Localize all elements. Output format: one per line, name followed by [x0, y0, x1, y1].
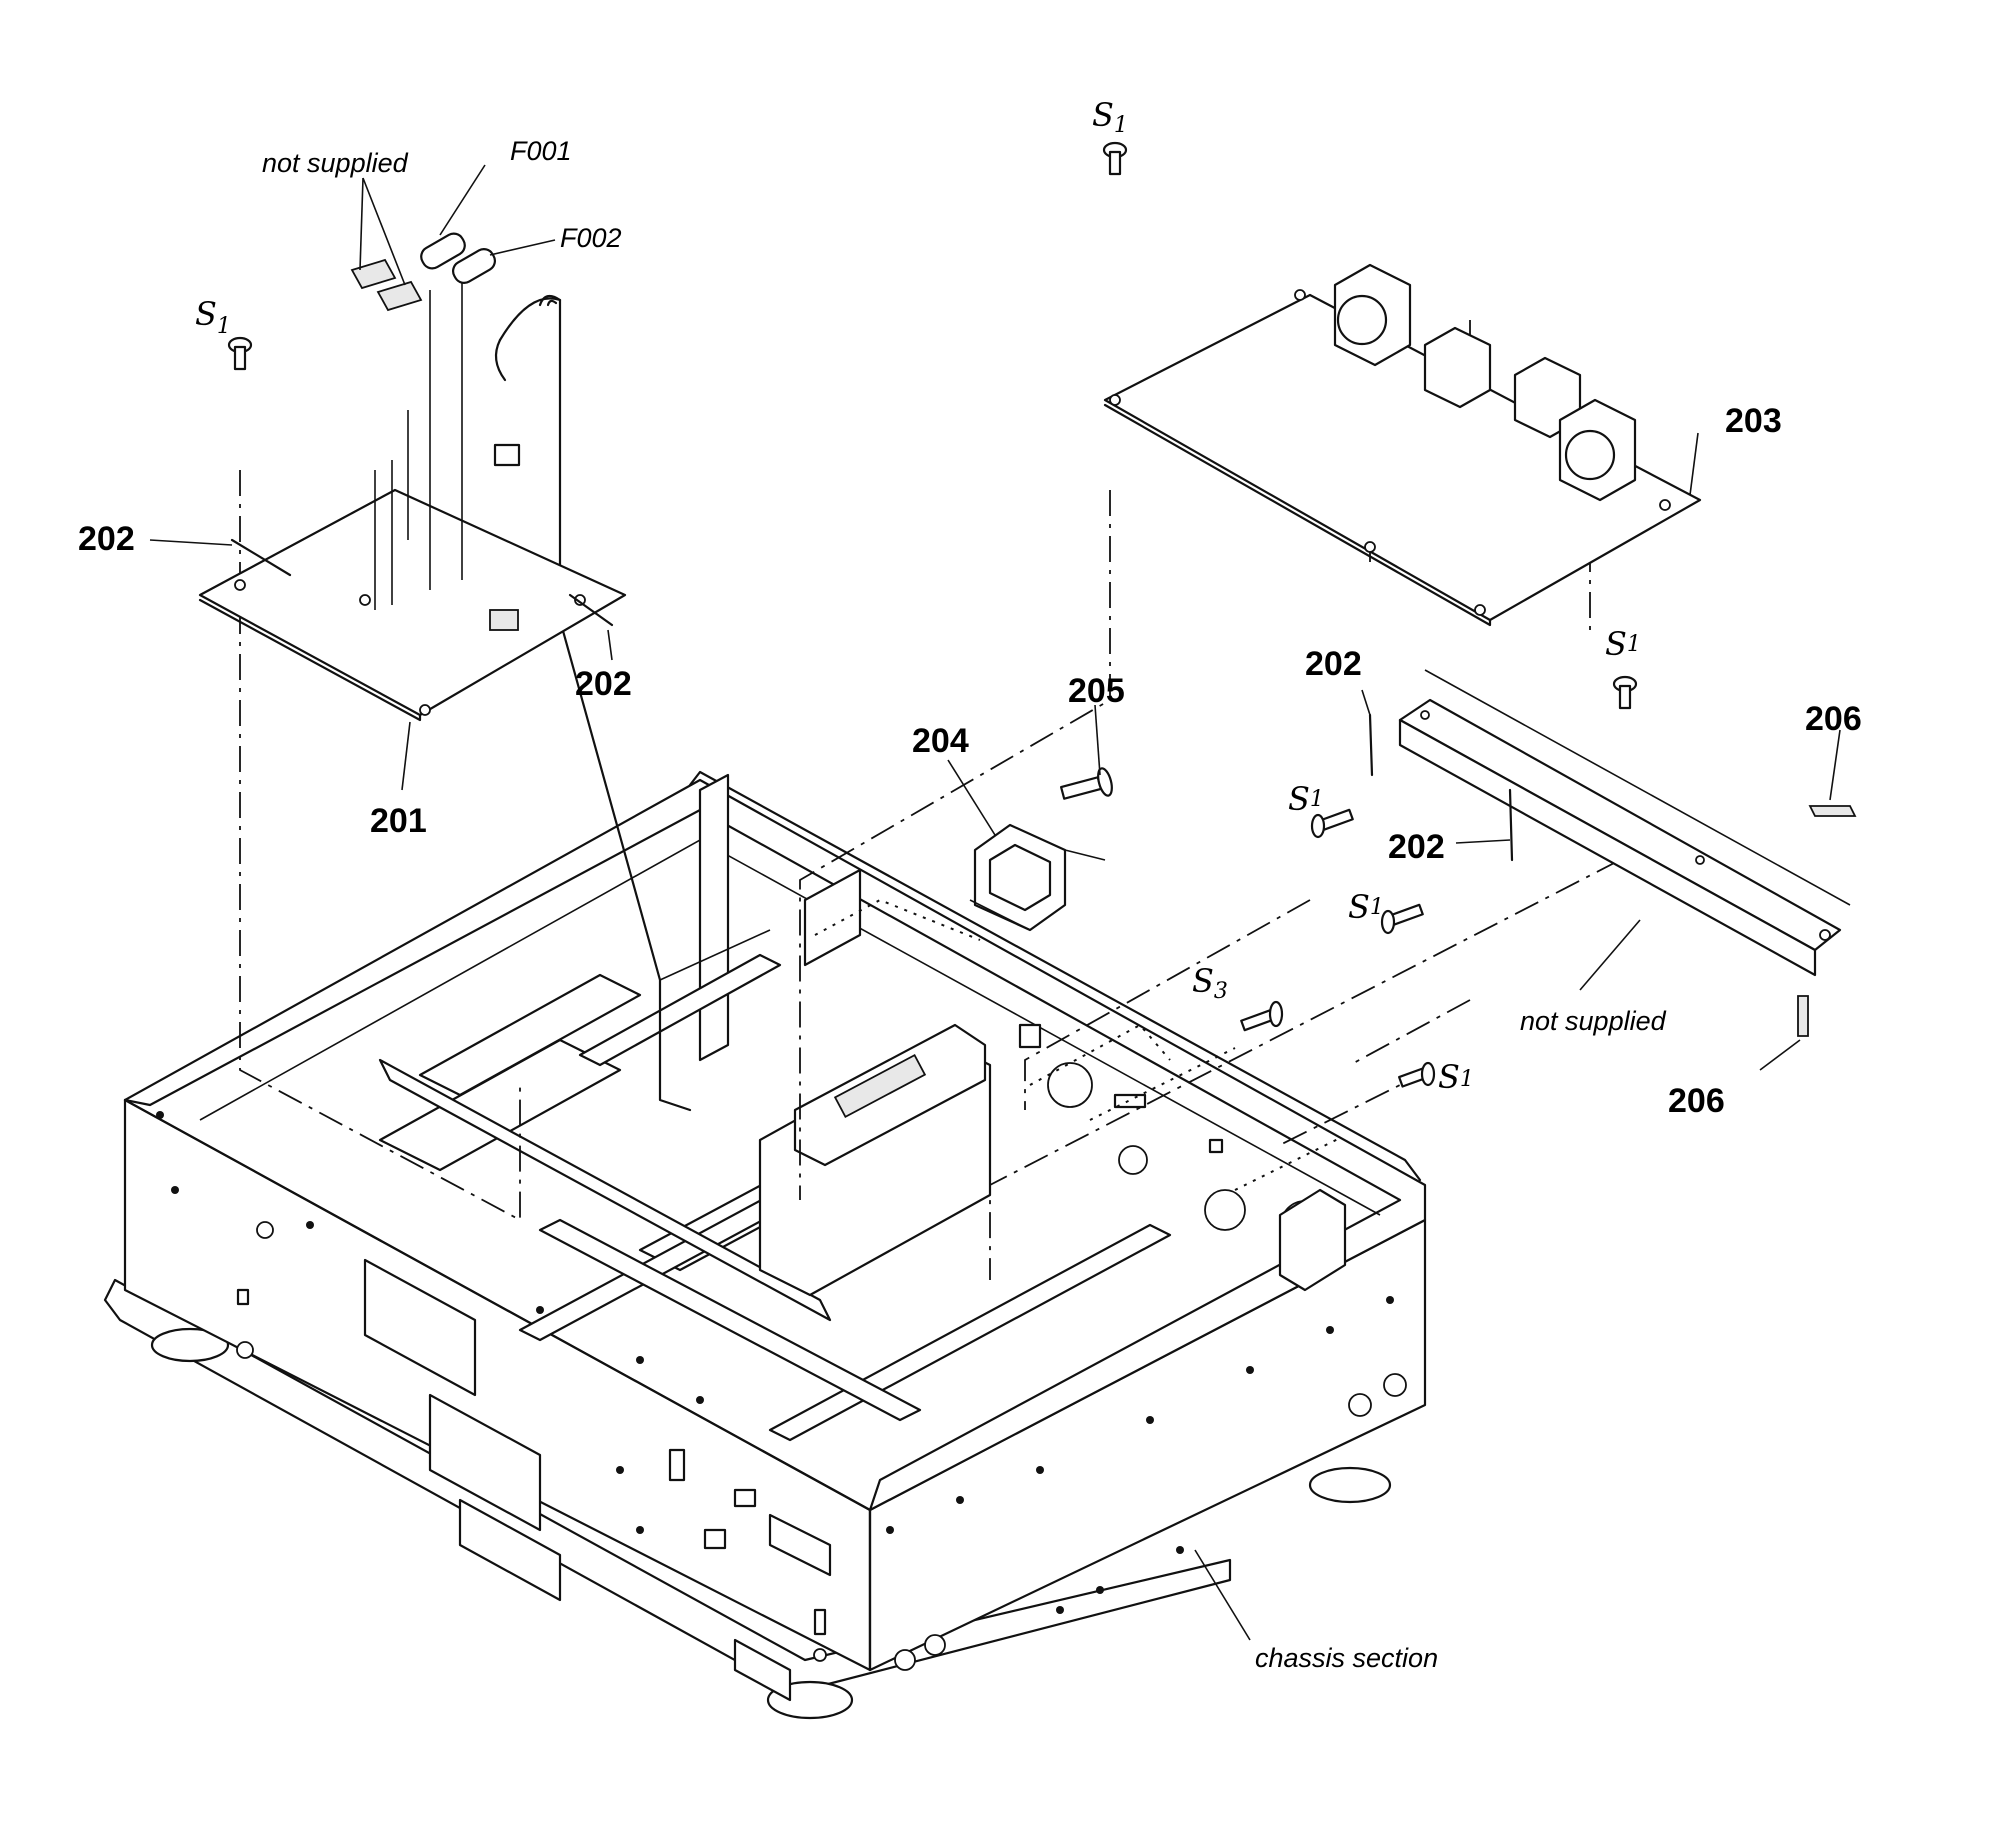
- note-chassis-section: chassis section: [1255, 1643, 1438, 1673]
- connector-b: [1423, 326, 1492, 409]
- screw-labels: S1 S1 S1 S1 S1 S1 S3: [195, 96, 1641, 1096]
- board-203: [1103, 263, 1702, 627]
- label-s1-left: S1: [195, 295, 231, 339]
- part-labels: 201 202 202 202 202 203 204 205 206 206 …: [78, 136, 1862, 1673]
- label-202-d: 202: [1388, 828, 1445, 866]
- label-205: 205: [1068, 672, 1125, 710]
- chassis-section: [103, 770, 1427, 1720]
- board-201: [198, 280, 627, 722]
- callout-leaders: [149, 164, 1841, 1641]
- label-206-a: 206: [1805, 700, 1862, 738]
- screw-s3: [1240, 1000, 1284, 1032]
- label-s1-top: S1: [1092, 96, 1128, 138]
- label-206-b: 206: [1668, 1082, 1725, 1120]
- label-204: 204: [912, 722, 969, 760]
- connector-a: [1333, 263, 1412, 367]
- right-bracket: [1398, 669, 1851, 977]
- part-205-screw: [1059, 767, 1113, 800]
- pad-206: [1797, 805, 1857, 1037]
- part-204: [969, 823, 1106, 932]
- connector-d: [1558, 398, 1637, 502]
- screw-s1: [227, 141, 1638, 1088]
- label-202-a: 202: [78, 520, 135, 558]
- label-203: 203: [1725, 402, 1782, 440]
- label-201: 201: [370, 802, 427, 840]
- label-f001: F001: [510, 136, 572, 166]
- fuse-f001: [420, 232, 466, 270]
- label-s1-chassis: S1: [1438, 1058, 1474, 1096]
- pin-202-left: [230, 538, 614, 627]
- pin-202-right: [1368, 713, 1514, 862]
- note-not-supplied-top: not supplied: [262, 148, 409, 178]
- note-not-supplied-right: not supplied: [1520, 1006, 1667, 1036]
- label-s1-side-a: S1: [1288, 780, 1324, 818]
- label-f002: F002: [560, 223, 622, 253]
- label-s1-side-b: S1: [1348, 888, 1384, 926]
- label-s1-bracket: S1: [1605, 625, 1641, 663]
- label-202-b: 202: [575, 665, 632, 703]
- label-202-c: 202: [1305, 645, 1362, 683]
- not-supplied-tabs: [350, 258, 423, 312]
- label-s3: S3: [1192, 962, 1228, 1004]
